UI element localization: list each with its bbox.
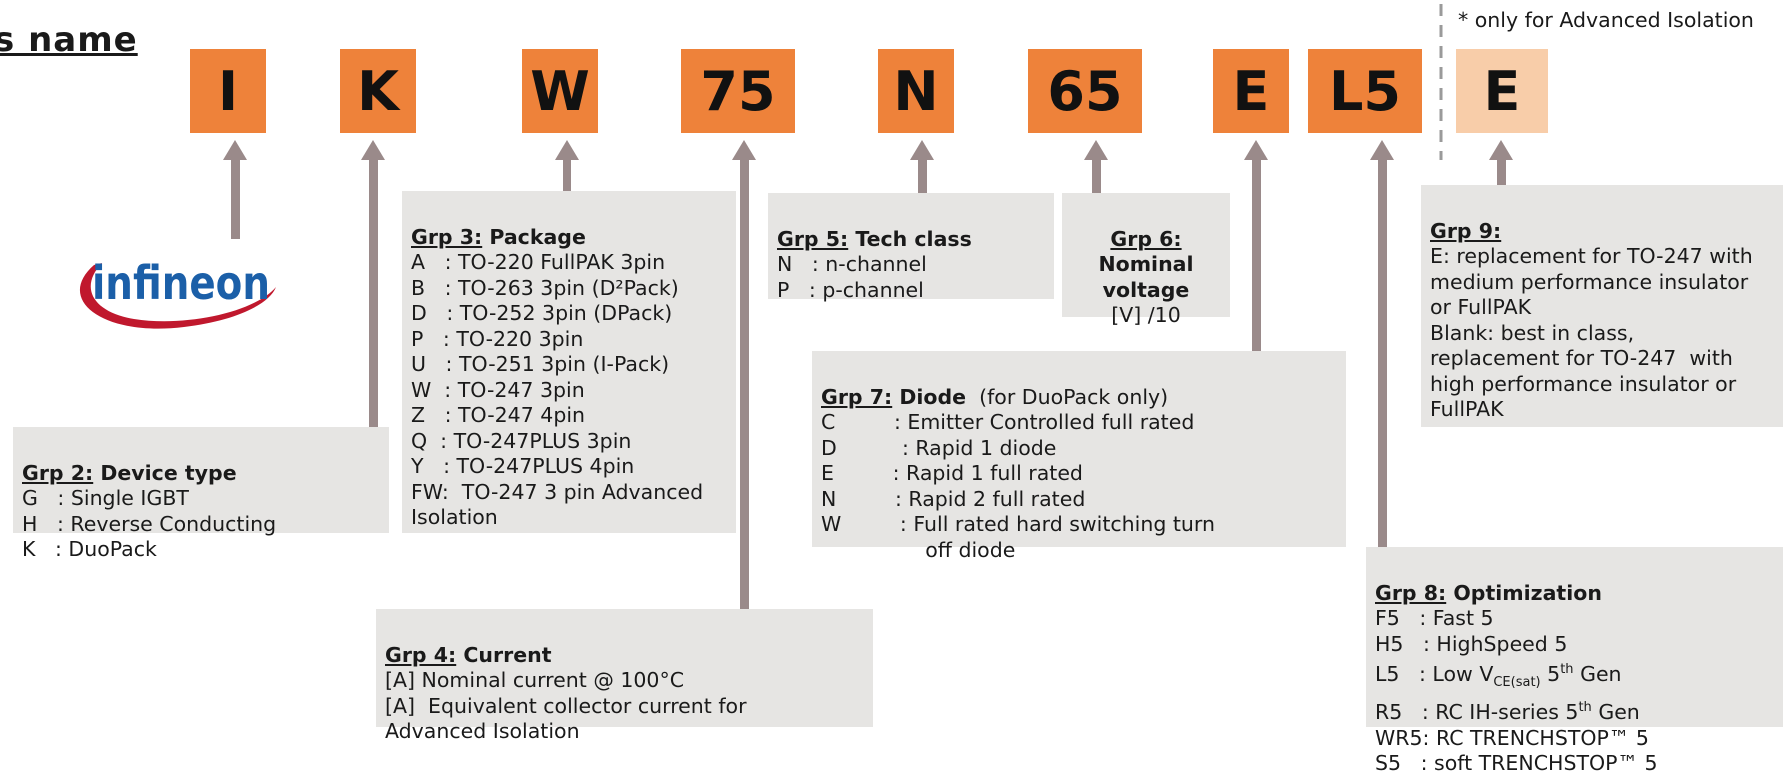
infineon-logo: infineon	[79, 256, 276, 329]
segment-grp1: I	[190, 49, 266, 133]
arrow-grp7	[1252, 158, 1261, 352]
grp7-diode-box: Grp 7: Diode (for DuoPack only) C : Emit…	[812, 351, 1346, 562]
grp5-label: Grp 5:	[777, 226, 849, 251]
grp7-title: Diode	[892, 384, 967, 409]
advanced-isolation-note: * only for Advanced Isolation	[1458, 8, 1754, 32]
arrow-grp9	[1497, 158, 1506, 186]
arrow-grp1	[231, 158, 240, 239]
grp2-title: Device type	[93, 460, 237, 485]
segment-grp7: E	[1213, 49, 1289, 133]
grp6-nominal-voltage-box: Grp 6: Nominal voltage [V] /10	[1062, 193, 1230, 327]
grp7-line: C : Emitter Controlled full rated	[821, 410, 1195, 434]
arrow-grp6	[1092, 158, 1101, 194]
grp8-title: Optimization	[1446, 580, 1602, 605]
grp4-current-box: Grp 4: Current [A] Nominal current @ 100…	[376, 609, 873, 743]
grp3-line: FW: TO-247 3 pin Advanced	[411, 479, 704, 504]
grp2-line: K : DuoPack	[22, 537, 157, 561]
grp3-line: D : TO-252 3pin (DPack)	[411, 301, 673, 325]
arrow-grp8	[1378, 158, 1387, 548]
grp4-title: Current	[456, 642, 552, 667]
grp7-line: W : Full rated hard switching turn	[821, 512, 1215, 536]
grp9-line: high performance insulator or	[1430, 371, 1737, 396]
grp3-line: Q : TO-247PLUS 3pin	[411, 428, 632, 453]
grp9-isolation-box: Grp 9: E: replacement for TO-247 with me…	[1421, 185, 1783, 427]
grp4-line: [A] Nominal current @ 100°C	[385, 668, 685, 692]
grp5-line: P : p-channel	[777, 277, 924, 302]
grp7-line: E : Rapid 1 full rated	[821, 461, 1083, 485]
grp9-line: FullPAK	[1430, 397, 1504, 421]
grp9-label: Grp 9:	[1430, 218, 1502, 243]
grp9-line: medium performance insulator	[1430, 269, 1749, 294]
grp2-device-type-box: Grp 2: Device type G : Single IGBT H : R…	[13, 427, 389, 561]
grp4-line: [A] Equivalent collector current for	[385, 693, 747, 718]
grp3-line: Y : TO-247PLUS 4pin	[411, 454, 635, 478]
arrow-grp2	[369, 158, 378, 428]
grp3-line: U : TO-251 3pin (I-Pack)	[411, 352, 670, 376]
grp5-line: N : n-channel	[777, 252, 927, 276]
grp3-label: Grp 3:	[411, 224, 483, 249]
grp7-subtitle: (for DuoPack only)	[966, 384, 1169, 409]
grp9-line: E: replacement for TO-247 with	[1430, 244, 1753, 268]
grp8-line-l5: L5 : Low VCE(sat) 5th Gen	[1375, 661, 1622, 690]
grp9-line: replacement for TO-247 with	[1430, 346, 1733, 370]
grp4-label: Grp 4:	[385, 642, 457, 667]
grp6-label: Grp 6:	[1110, 226, 1182, 251]
grp6-title-line2: voltage	[1102, 277, 1190, 302]
grp4-line: Advanced Isolation	[385, 719, 580, 743]
grp3-line: P : TO-220 3pin	[411, 326, 584, 351]
segment-grp3: W	[522, 49, 598, 133]
grp2-label: Grp 2:	[22, 460, 94, 485]
grp7-line: off diode	[821, 537, 1016, 562]
grp8-line-wr5: WR5: RC TRENCHSTOP™ 5	[1375, 725, 1649, 750]
segment-grp8: L5	[1308, 49, 1422, 133]
arrow-grp3	[563, 158, 571, 192]
segment-grp2: K	[340, 49, 416, 133]
grp6-title-line1: Nominal	[1098, 252, 1194, 276]
segment-grp4: 75	[681, 49, 795, 133]
segment-grp5: N	[878, 49, 954, 133]
grp5-tech-class-box: Grp 5: Tech class N : n-channel P : p-ch…	[768, 193, 1054, 302]
grp8-line-s5: S5 : soft TRENCHSTOP™ 5	[1375, 751, 1658, 776]
grp6-unit: [V] /10	[1111, 303, 1181, 327]
grp7-line: D : Rapid 1 diode	[821, 435, 1057, 460]
grp3-line: B : TO-263 3pin (D²Pack)	[411, 275, 679, 300]
grp8-line-f5: F5 : Fast 5	[1375, 606, 1494, 630]
page-title: s name	[0, 20, 138, 60]
grp3-line: W : TO-247 3pin	[411, 377, 585, 402]
grp8-optimization-box: Grp 8: Optimization F5 : Fast 5 H5 : Hig…	[1366, 547, 1783, 775]
grp3-line: Z : TO-247 4pin	[411, 403, 586, 427]
grp2-line: H : Reverse Conducting	[22, 511, 277, 536]
grp3-title: Package	[482, 224, 586, 249]
grp5-title: Tech class	[848, 226, 972, 251]
arrow-grp4	[740, 158, 749, 610]
grp3-line: A : TO-220 FullPAK 3pin	[411, 250, 666, 274]
grp7-line: N : Rapid 2 full rated	[821, 486, 1086, 511]
grp2-line: G : Single IGBT	[22, 486, 189, 510]
grp7-label: Grp 7:	[821, 384, 893, 409]
grp9-line: or FullPAK	[1430, 295, 1532, 319]
logo-text: infineon	[92, 256, 270, 310]
grp3-line: Isolation	[411, 505, 498, 529]
grp9-line: Blank: best in class,	[1430, 320, 1635, 345]
grp8-line-r5: R5 : RC IH-series 5th Gen	[1375, 700, 1640, 725]
segment-grp6: 65	[1028, 49, 1142, 133]
grp8-label: Grp 8:	[1375, 580, 1447, 605]
segment-grp9-optional: E	[1456, 49, 1548, 133]
grp3-package-box: Grp 3: Package A : TO-220 FullPAK 3pin B…	[402, 191, 736, 533]
arrow-grp5	[918, 158, 927, 194]
grp8-line-h5: H5 : HighSpeed 5	[1375, 631, 1568, 656]
